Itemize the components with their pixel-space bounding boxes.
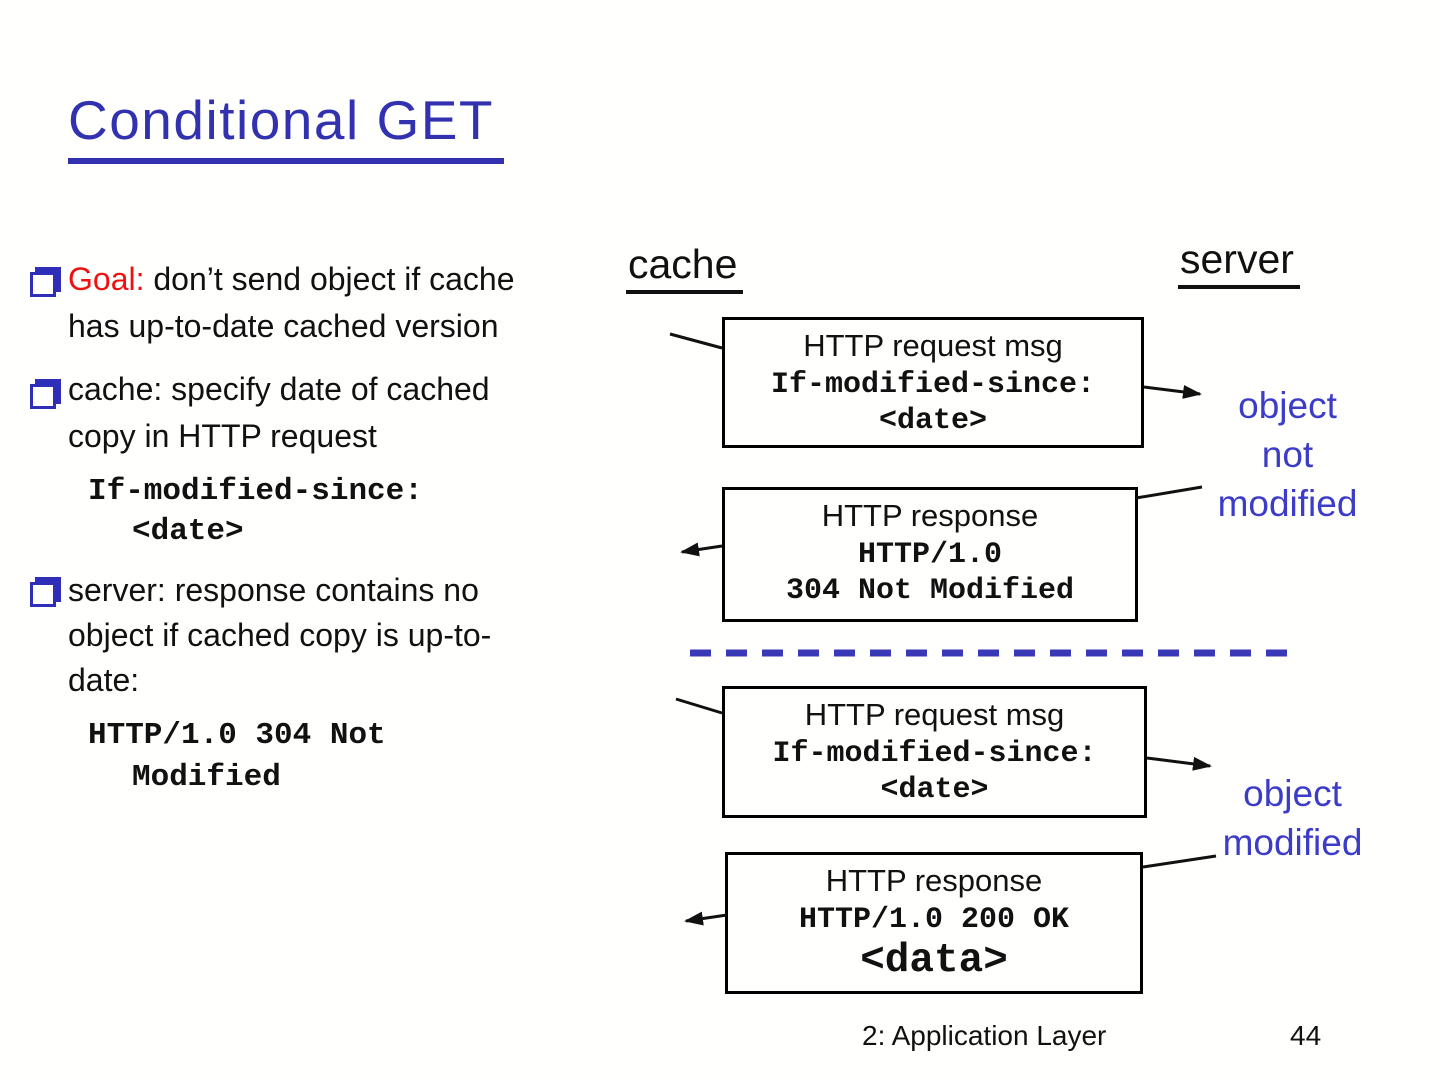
annotation-object-modified: object modified — [1190, 769, 1395, 867]
request-box-2-code2: <date> — [880, 773, 989, 807]
response-box-1-title: HTTP response — [821, 498, 1039, 533]
footer-page-number: 44 — [1290, 1020, 1322, 1051]
annotation-line: object — [1243, 773, 1342, 814]
cache-label: cache — [626, 241, 744, 294]
bullet-server-line3: date: — [68, 662, 140, 698]
line-cache-to-request-1 — [669, 332, 723, 350]
arrow-response-2-to-cache — [684, 911, 728, 926]
code-if-modified-since: If-modified-since: — [88, 474, 423, 509]
code-304-line1: HTTP/1.0 304 Not — [88, 718, 386, 753]
code-304-line2: Modified — [132, 760, 281, 795]
request-box-1-code1: If-modified-since: — [770, 368, 1096, 402]
annotation-line: modified — [1222, 822, 1363, 863]
response-box-2: HTTP response HTTP/1.0 200 OK <data> — [725, 852, 1143, 994]
response-box-2-code1: HTTP/1.0 200 OK — [798, 903, 1070, 937]
response-box-1-code1: HTTP/1.0 — [857, 538, 1003, 572]
server-label: server — [1178, 236, 1300, 289]
response-box-1-code2: 304 Not Modified — [785, 574, 1075, 608]
response-box-1: HTTP response HTTP/1.0 304 Not Modified — [722, 487, 1138, 622]
bullet-goal-line1: Goal: don’t send object if cache — [68, 261, 515, 298]
bullet-square-icon — [30, 272, 56, 297]
goal-label: Goal: — [68, 261, 145, 297]
response-box-2-data: <data> — [860, 938, 1008, 984]
annotation-object-not-modified: object not modified — [1185, 381, 1390, 528]
goal-text: don’t send object if cache — [144, 261, 515, 297]
request-box-2-title: HTTP request msg — [804, 697, 1065, 732]
request-box-1-code2: <date> — [878, 404, 988, 438]
arrow-request-2-to-server — [1146, 756, 1212, 771]
line-cache-to-request-2 — [675, 697, 723, 715]
arrow-response-1-to-cache — [680, 542, 723, 557]
request-box-2: HTTP request msg If-modified-since: <dat… — [722, 686, 1147, 818]
bullet-server-line1: server: response contains no — [68, 572, 479, 608]
code-date: <date> — [132, 514, 244, 549]
bullet-cache-line2: copy in HTTP request — [68, 418, 377, 454]
annotation-line: not — [1261, 434, 1314, 475]
bullet-square-icon — [30, 582, 56, 607]
annotation-line: modified — [1217, 483, 1358, 524]
page-title: Conditional GET — [68, 88, 505, 164]
annotation-line: object — [1238, 385, 1337, 426]
footer-section-label: 2: Application Layer — [862, 1020, 1107, 1051]
bullet-goal-line2: has up-to-date cached version — [68, 308, 499, 344]
bullet-cache-line1: cache: specify date of cached — [68, 371, 490, 407]
bullet-server-line2: object if cached copy is up-to- — [68, 617, 492, 653]
bullet-square-icon — [30, 384, 56, 409]
request-box-1: HTTP request msg If-modified-since: <dat… — [722, 317, 1144, 448]
request-box-2-code1: If-modified-since: — [772, 737, 1097, 771]
response-box-2-title: HTTP response — [825, 863, 1043, 898]
request-box-1-title: HTTP request msg — [803, 328, 1063, 363]
